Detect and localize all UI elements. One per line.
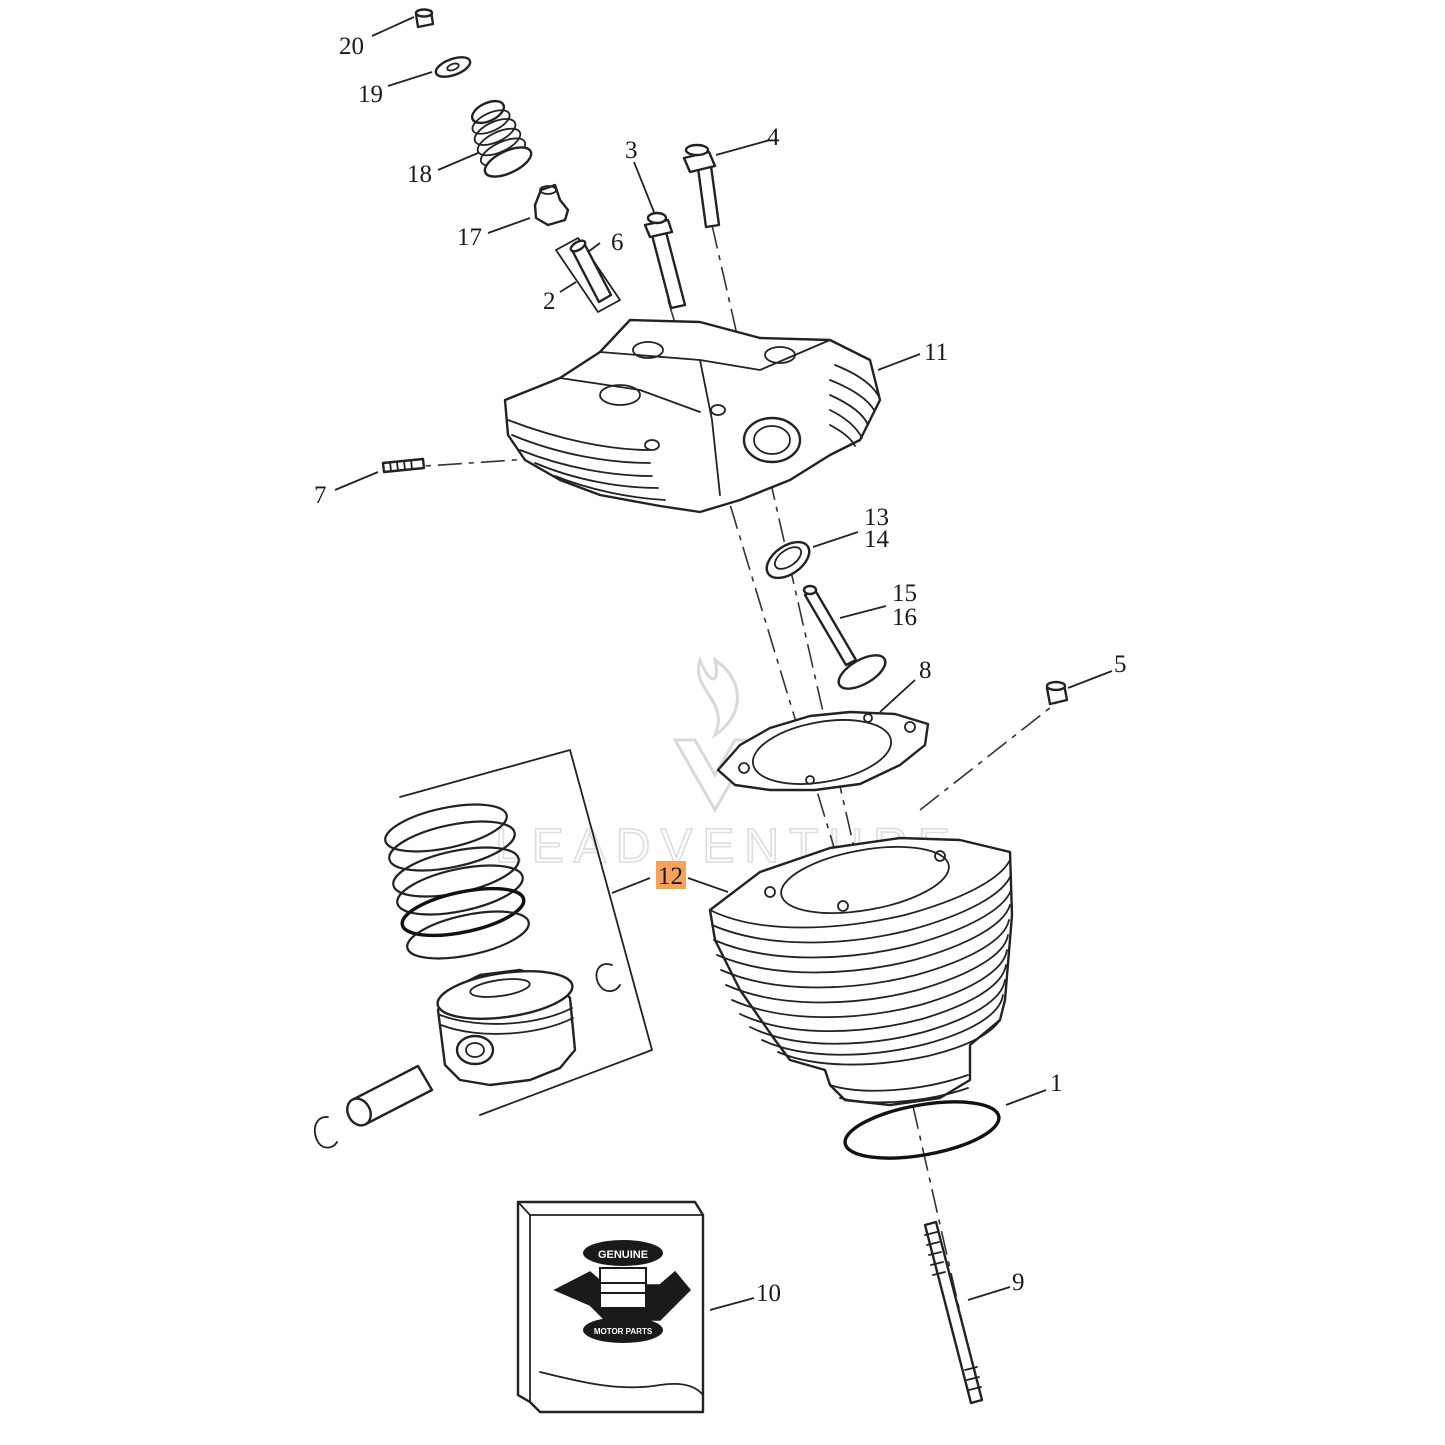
piston-pin-clips	[313, 963, 621, 1149]
piston-pin	[346, 1064, 434, 1127]
callout-1: 1	[1050, 1070, 1063, 1097]
part-2-6-valve-guide	[555, 237, 621, 313]
part-15-16-valve	[802, 584, 887, 690]
piston	[436, 968, 577, 1087]
callout-4: 4	[767, 124, 780, 151]
part-7-stud	[381, 457, 426, 474]
part-12-kit-bracket	[399, 749, 653, 1116]
callout-6: 6	[611, 229, 624, 256]
callout-13: 13	[864, 504, 889, 531]
part-5-dowel	[1045, 680, 1069, 706]
callout-3: 3	[625, 137, 638, 164]
part-4-bolt	[682, 143, 721, 229]
callout-labels: 20 19 18 17 6 2 3 4 11 7 13 14 15 16 8 5…	[314, 33, 1127, 1307]
callout-16: 16	[892, 604, 917, 631]
part-18-spring	[470, 99, 533, 178]
part-12-cylinder	[708, 836, 1014, 1107]
leader-lines	[334, 16, 1113, 1311]
callout-18: 18	[407, 161, 432, 188]
part-20-cap	[414, 8, 435, 29]
part-11-cylinder-head	[503, 318, 882, 514]
part-17-seal	[533, 183, 570, 227]
part-10-parts-box: GENUINE MOTOR PARTS	[516, 1200, 705, 1414]
logo-top-text: GENUINE	[598, 1249, 648, 1261]
callout-12-highlight	[656, 861, 686, 889]
callout-2: 2	[543, 288, 556, 315]
callout-14: 14	[864, 526, 890, 553]
callout-19: 19	[358, 81, 383, 108]
callout-5: 5	[1114, 651, 1127, 678]
callout-11: 11	[924, 339, 948, 366]
part-3-bolt	[643, 211, 687, 310]
callout-8: 8	[919, 657, 932, 684]
callout-7: 7	[314, 482, 327, 509]
callout-10: 10	[756, 1280, 781, 1307]
callout-15: 15	[892, 580, 917, 607]
part-9-stud	[923, 1220, 984, 1405]
part-19-washer	[434, 56, 472, 78]
part-8-head-gasket	[716, 710, 930, 792]
logo-bottom-text: MOTOR PARTS	[594, 1327, 653, 1336]
genuine-motor-parts-logo: GENUINE MOTOR PARTS	[553, 1240, 692, 1343]
callout-17: 17	[457, 224, 482, 251]
piston-rings	[384, 803, 530, 960]
callout-20: 20	[339, 33, 364, 60]
part-1-o-ring	[843, 1100, 1001, 1160]
callout-12: 12	[658, 863, 683, 890]
callout-9: 9	[1012, 1269, 1025, 1296]
part-13-14-valve-seat	[765, 540, 811, 580]
